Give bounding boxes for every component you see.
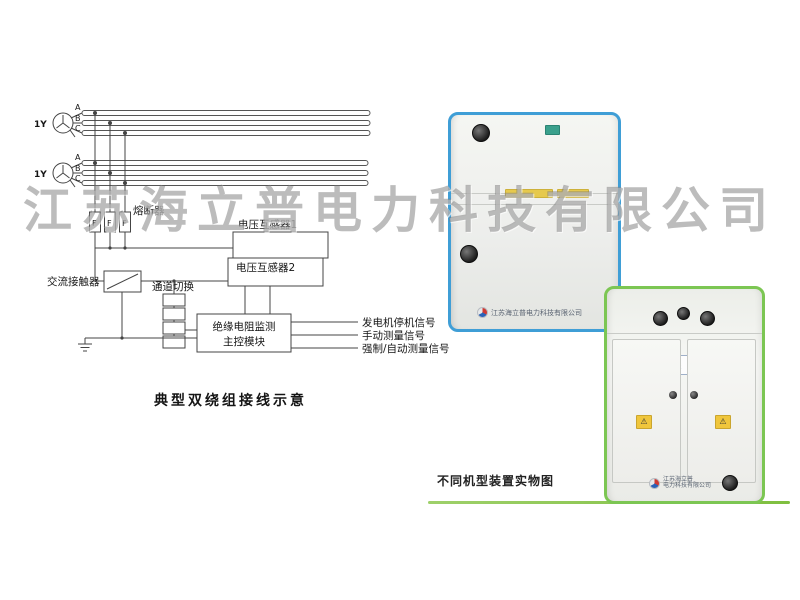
warning-sticker-icon: ⚠ xyxy=(715,415,731,429)
channel-relay-box xyxy=(162,293,186,307)
bottom-connector-icon xyxy=(722,475,738,491)
company-name-line1: 江苏海立普 xyxy=(663,476,694,483)
door-handle-icon xyxy=(690,391,698,399)
fuse-letter: F xyxy=(107,219,112,228)
company-logo-icon xyxy=(649,477,660,489)
left-door-panel xyxy=(612,339,681,483)
vt2-label: 电压互感器2 xyxy=(236,261,295,274)
phase-b-label: B xyxy=(75,164,81,173)
generator-1-label: 1Y xyxy=(34,120,47,130)
gland-connector-icon xyxy=(653,311,668,326)
phase-c-label: C xyxy=(75,174,81,183)
photos-caption: 不同机型装置实物图 xyxy=(437,474,555,488)
channel-relay-box xyxy=(162,335,186,349)
contactor-box xyxy=(103,270,142,293)
side-connector-icon xyxy=(460,245,478,263)
signal-label-stop: 发电机停机信号 xyxy=(362,316,436,329)
label-tape xyxy=(557,189,589,198)
module-label-line2: 主控模块 xyxy=(223,335,265,348)
brand-row: 江苏海立普 电力科技有限公司 xyxy=(649,477,711,489)
cable-connector-icon xyxy=(472,124,490,142)
vt1-box xyxy=(232,231,329,259)
label-tape xyxy=(505,189,553,198)
module-label-line1: 绝缘电阻监测 xyxy=(213,320,276,333)
contactor-label: 交流接触器 xyxy=(47,275,100,288)
ground-icon xyxy=(78,338,92,352)
channel-relay-box xyxy=(162,307,186,321)
signal-label-auto: 强制/自动测量信号 xyxy=(362,342,450,355)
device-photo-2: HIP20-SG3 发电机绝缘电阻在线监测装置 ⚠ ⚠ 江苏海立普 电力科技有限… xyxy=(604,286,765,504)
door-handle-icon xyxy=(669,391,677,399)
phase-b-label: B xyxy=(75,114,81,123)
channel-relay-box xyxy=(162,321,186,335)
fuse-label: 熔断器 xyxy=(133,204,165,217)
company-logo-icon xyxy=(477,307,488,318)
diagram-caption: 典型双绕组接线示意 xyxy=(154,393,307,409)
vt2-box xyxy=(227,257,324,287)
fuse-letter: F xyxy=(122,219,127,228)
top-right-badge xyxy=(545,125,560,135)
channel-label: 通道切换 xyxy=(152,280,194,293)
generator-symbols xyxy=(52,112,83,188)
brand-row: 江苏海立普电力科技有限公司 xyxy=(477,307,582,318)
component-boxes xyxy=(103,231,329,353)
gland-connector-icon xyxy=(677,307,690,320)
phase-c-label: C xyxy=(75,124,81,133)
company-name-line2: 电力科技有限公司 xyxy=(663,482,712,489)
bus-bars xyxy=(81,110,371,186)
right-door-panel xyxy=(687,339,756,483)
device-photo-1: 江苏海立普电力科技有限公司 xyxy=(448,112,621,332)
fuse-boxes xyxy=(89,211,131,233)
vt1-label: 电压互感器1 xyxy=(238,218,297,231)
phase-a-label: A xyxy=(75,103,81,112)
junction-dots xyxy=(93,111,176,340)
phase-a-label: A xyxy=(75,153,81,162)
warning-sticker-icon: ⚠ xyxy=(636,415,652,429)
cabinet-seam xyxy=(451,204,618,205)
diagram-labels: 1Y 1Y A B C A B C F F F 熔断器 电压互感器1 电压互感器… xyxy=(34,103,450,355)
generator-2-label: 1Y xyxy=(34,170,47,180)
fuse-letter: F xyxy=(92,219,97,228)
signal-label-manual: 手动测量信号 xyxy=(362,329,425,342)
module-box xyxy=(196,313,292,353)
company-name: 江苏海立普电力科技有限公司 xyxy=(491,308,582,317)
cabinet-top-edge xyxy=(607,333,762,334)
gland-connector-icon xyxy=(700,311,715,326)
